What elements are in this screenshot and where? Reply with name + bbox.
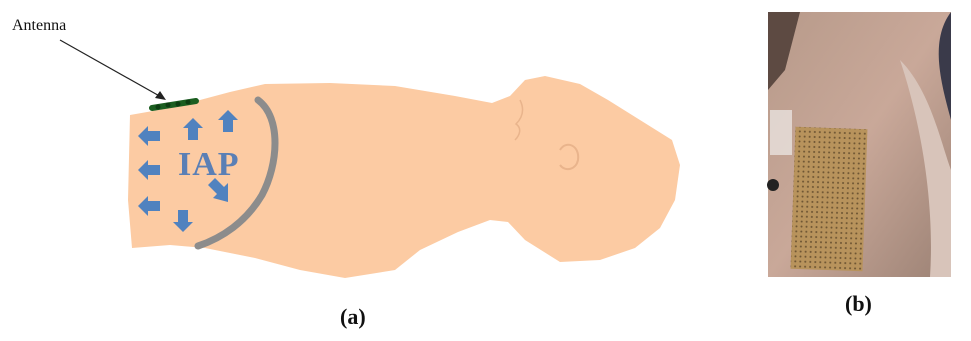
antenna-pointer: [60, 40, 163, 98]
antenna-pointer-head: [155, 91, 166, 100]
caption-a: (a): [340, 304, 366, 330]
panel-b-photo: [767, 12, 951, 277]
cable-icon: [767, 179, 779, 191]
antenna-label: Antenna: [12, 17, 66, 35]
antenna-patch: [791, 127, 868, 271]
caption-b: (b): [845, 291, 872, 317]
tape-strip: [770, 110, 792, 155]
panel-a: [60, 40, 680, 278]
iap-label: IAP: [178, 146, 240, 184]
